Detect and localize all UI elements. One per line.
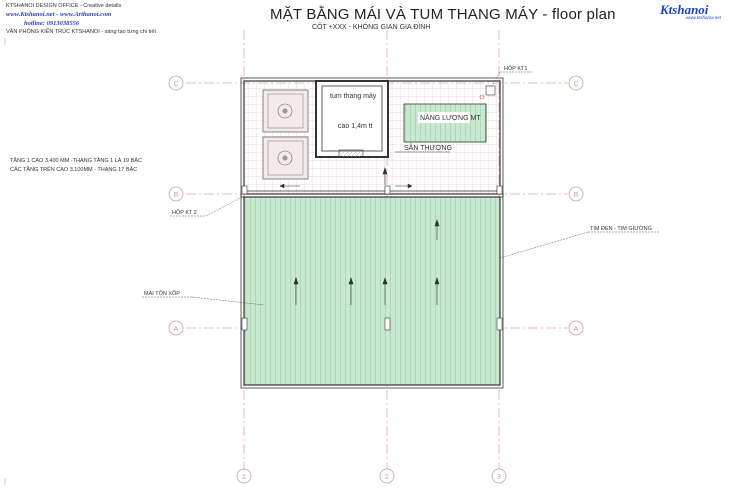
office-line-4: VĂN PHÒNG KIẾN TRÚC KTSHANOI - sáng tạo … — [6, 29, 156, 35]
stair-note-2: CÁC TẦNG TRÊN CAO 3.100MM - THANG 17 BẬC — [10, 165, 137, 173]
axis-note-label: TIM ĐEN - TIM GIƯỜNG — [590, 225, 652, 232]
box-kt2-label: HỘP KT 2 — [172, 209, 197, 216]
elevator-door — [338, 149, 364, 158]
terrace-label: SÂN THƯỢNG — [404, 143, 452, 152]
elevator-label: tum thang máy — [330, 93, 377, 100]
axis-label-a-right: A — [574, 326, 579, 333]
office-line-1: KTSHANOI DESIGN OFFICE - Creative detail… — [6, 3, 122, 9]
company-logo: Ktshanoi — [660, 2, 709, 17]
elevator-shaft — [321, 85, 383, 152]
slope-arrows-upper — [279, 183, 413, 189]
axis-label-3: 3 — [497, 474, 501, 481]
solar-label-bg — [418, 112, 470, 123]
axis-label-a-left: A — [174, 326, 179, 333]
company-logo-url: www.ktshanoi.net — [686, 15, 722, 20]
stair-note-1: TẦNG 1 CAO 3.400 MM -THANG TẦNG 1 LÀ 19 … — [10, 157, 142, 164]
office-websites: www.Ktshanoi.net - www.Arthanoi.com — [6, 11, 112, 18]
column-posts — [241, 185, 503, 331]
slope-arrows-lower — [293, 167, 440, 305]
solar-label: NĂNG LƯỢNG MT — [420, 113, 481, 122]
axis-label-b-left: B — [174, 192, 179, 199]
axis-label-2: 2 — [385, 474, 389, 481]
office-hotline: hotline: 0913038556 — [24, 20, 80, 27]
elevator-height-label: cao 1,4m tt — [338, 123, 373, 130]
axis-label-1: 1 — [242, 474, 246, 481]
row-axis-bubbles: C C B B A A — [168, 75, 584, 336]
drain-icon — [479, 94, 485, 100]
service-box-kt1 — [485, 85, 496, 96]
page-title: MẶT BẰNG MÁI VÀ TUM THANG MÁY - floor pl… — [270, 6, 616, 23]
corrugated-roof-area — [243, 196, 501, 386]
box-kt1-label: HỘP KT1 — [504, 65, 527, 72]
page-subtitle: CÔT +XXX - KHÔNG GIAN GIA ĐÌNH — [312, 24, 431, 31]
roof-material-label: MÁI TÔN XỐP — [144, 290, 180, 297]
parapet-outline-lower — [240, 193, 504, 389]
axis-label-b-right: B — [574, 192, 579, 199]
column-axis-bubbles: 1 2 3 — [236, 468, 507, 484]
axis-label-c-right: C — [574, 81, 579, 88]
axis-label-c-left: C — [174, 81, 179, 88]
water-tanks — [262, 89, 309, 180]
